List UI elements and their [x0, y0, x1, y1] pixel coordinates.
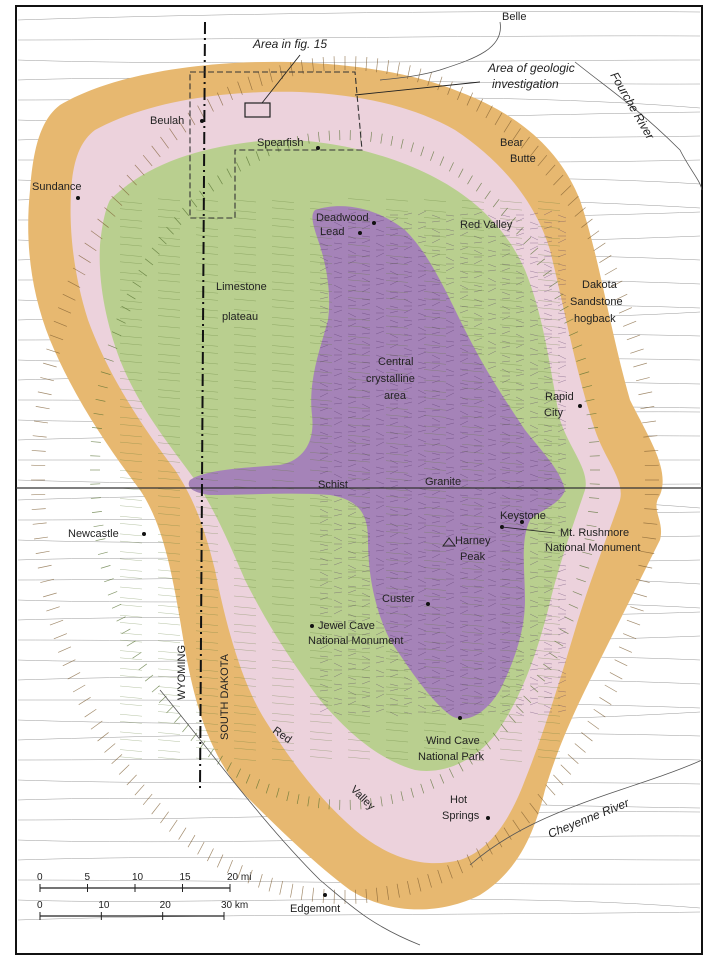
scale-tick-label: 20 mi [227, 872, 251, 883]
town-dot-custer [426, 602, 430, 606]
label-limestone: Limestone [216, 281, 267, 293]
label-national-park: National Park [418, 751, 485, 763]
label-butte: Butte [510, 153, 536, 165]
label-area-geologic: Area of geologic [487, 61, 575, 75]
scale-tick-label: 10 [98, 900, 110, 911]
scale-tick-label: 15 [180, 872, 192, 883]
label-area: area [384, 390, 407, 402]
town-dot-sundance [76, 196, 80, 200]
town-dot-wind-cave [458, 716, 462, 720]
label-area-fig15: Area in fig. 15 [252, 37, 327, 51]
scale-tick-label: 20 [160, 900, 172, 911]
label-investigation: investigation [492, 77, 559, 91]
label-schist: Schist [318, 479, 348, 491]
label-sandstone: Sandstone [570, 296, 623, 308]
label-edgemont: Edgemont [290, 903, 340, 915]
label-keystone: Keystone [500, 510, 546, 522]
label-peak: Peak [460, 551, 486, 563]
label-granite: Granite [425, 476, 461, 488]
label-wind-cave: Wind Cave [426, 735, 480, 747]
town-dot-rapid-city [578, 404, 582, 408]
label-jewel-cave: Jewel Cave [318, 620, 375, 632]
scale-tick-label: 30 km [221, 900, 248, 911]
label-deadwood: Deadwood [316, 212, 369, 224]
label-crystalline: crystalline [366, 373, 415, 385]
town-dot-lead [358, 231, 362, 235]
label-hot: Hot [450, 794, 467, 806]
label-hogback: hogback [574, 313, 616, 325]
label-red-valley-top: Red Valley [460, 219, 513, 231]
town-dot-jewel-cave [310, 624, 314, 628]
town-dot-keystone [520, 520, 524, 524]
town-dot-beulah [200, 119, 204, 123]
label-bear: Bear [500, 137, 524, 149]
town-dot-spearfish [316, 146, 320, 150]
scale-tick-label: 5 [85, 872, 91, 883]
label-newcastle: Newcastle [68, 528, 119, 540]
label-springs: Springs [442, 810, 480, 822]
label-rushmore: Mt. Rushmore [560, 527, 629, 539]
label-national-monument-rushmore: National Monument [545, 542, 640, 554]
label-lead: Lead [320, 226, 344, 238]
label-belle: Belle [502, 11, 526, 23]
label-spearfish: Spearfish [257, 137, 303, 149]
label-central: Central [378, 356, 413, 368]
label-south-dakota: SOUTH DAKOTA [219, 653, 231, 740]
scale-tick-label: 0 [37, 872, 43, 883]
town-dot-newcastle [142, 532, 146, 536]
scale-tick-label: 0 [37, 900, 43, 911]
label-beulah: Beulah [150, 115, 184, 127]
town-dot-edgemont [323, 893, 327, 897]
label-custer: Custer [382, 593, 415, 605]
label-jewel-national-monument: National Monument [308, 635, 403, 647]
town-dot-hot-springs [486, 816, 490, 820]
label-dakota: Dakota [582, 279, 618, 291]
scale-tick-label: 10 [132, 872, 144, 883]
town-dot-deadwood [372, 221, 376, 225]
label-wyoming: WYOMING [176, 645, 188, 700]
label-city: City [544, 407, 563, 419]
label-harney: Harney [455, 535, 491, 547]
label-sundance: Sundance [32, 181, 82, 193]
label-rapid: Rapid [545, 391, 574, 403]
label-plateau: plateau [222, 311, 258, 323]
